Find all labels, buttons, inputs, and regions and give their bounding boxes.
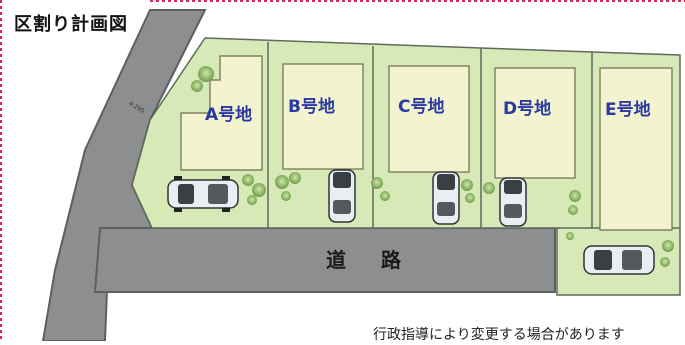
car-a-icon [167, 176, 239, 212]
car-e-icon [583, 245, 655, 275]
front-road [93, 227, 556, 293]
buildings [180, 55, 673, 231]
car-d-icon [499, 177, 527, 227]
car-b-icon [328, 169, 356, 223]
trees [191, 66, 674, 267]
lot-label-e: E号地 [605, 100, 651, 120]
building-c [388, 65, 470, 173]
lot-label-d: D号地 [503, 99, 552, 119]
disclaimer-note: 行政指導により変更する場合があります [373, 327, 625, 343]
building-b [282, 63, 364, 170]
road-label: 道 路 [326, 248, 415, 272]
building-a [180, 55, 263, 171]
building-e [599, 67, 673, 231]
map-title: 区割り計画図 [14, 14, 128, 35]
lot-label-b: B号地 [288, 97, 335, 117]
lot-label-a: A号地 [205, 105, 253, 125]
title-box: 区割り計画図 [8, 8, 134, 40]
car-c-icon [432, 171, 460, 225]
building-d [494, 67, 576, 179]
cars [167, 169, 655, 275]
lot-label-c: C号地 [398, 97, 445, 117]
